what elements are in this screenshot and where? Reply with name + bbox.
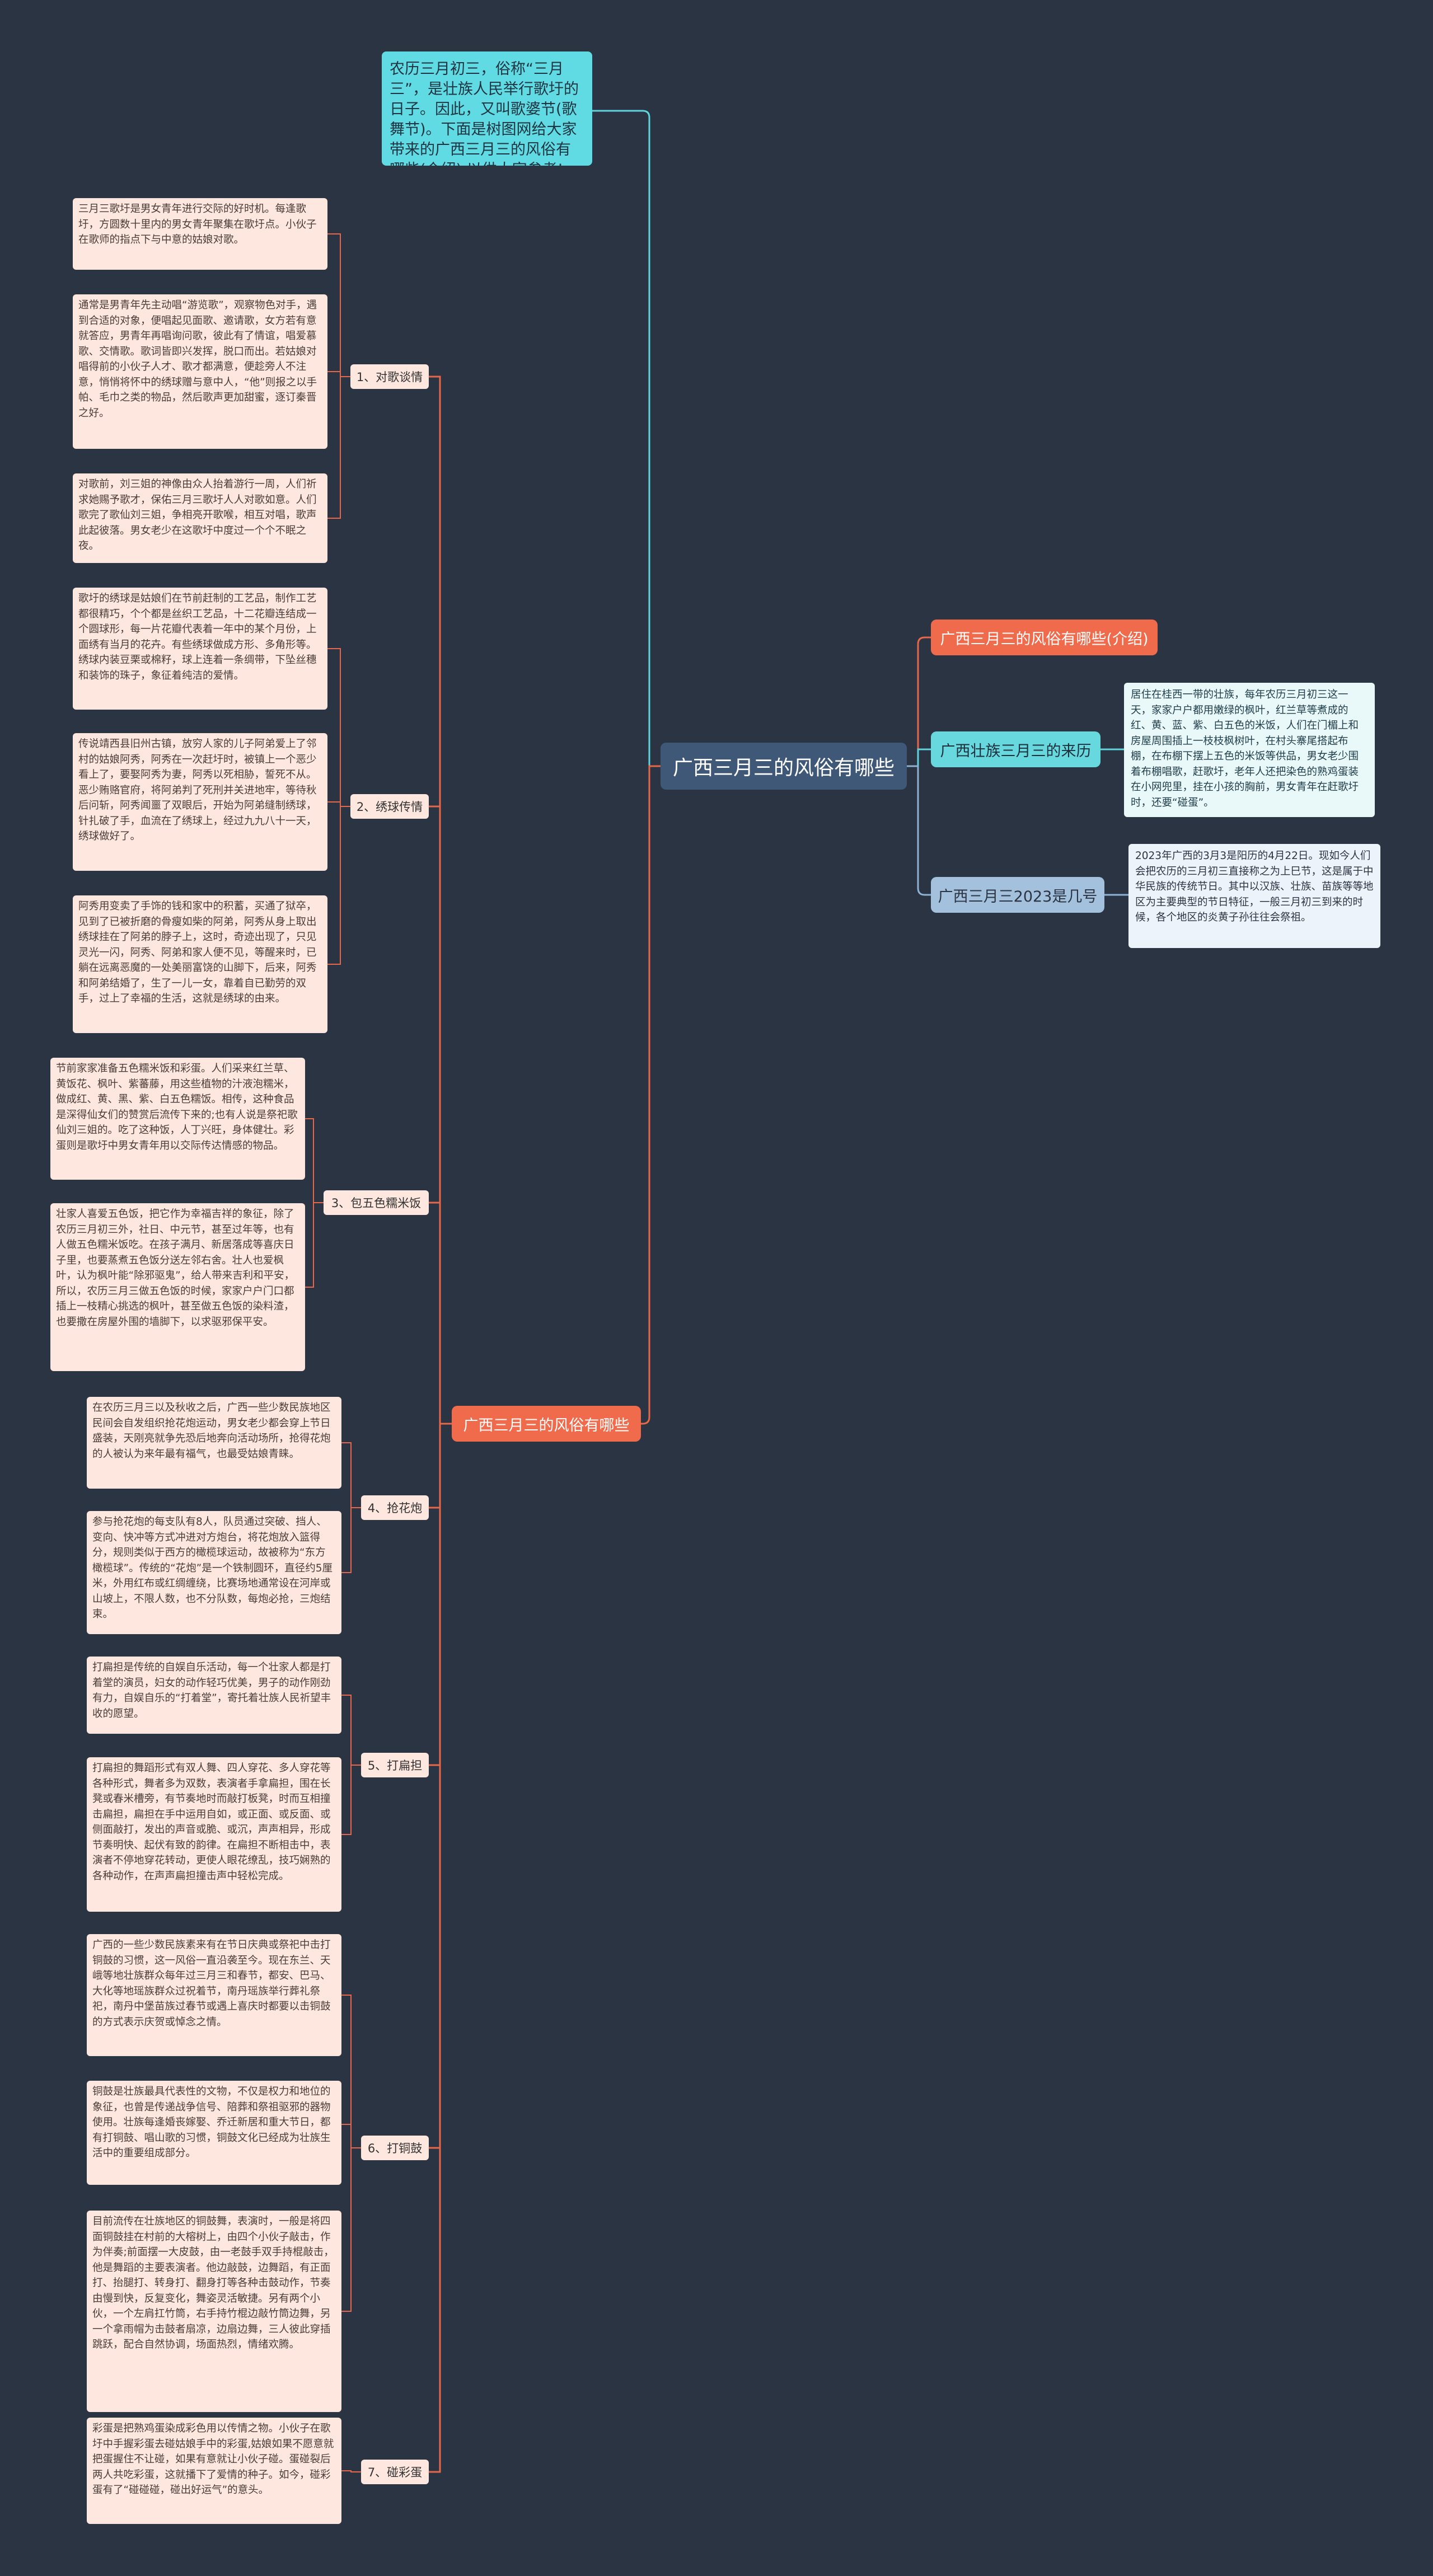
leaf-7-1: 彩蛋是把熟鸡蛋染成彩色用以传情之物。小伙子在歌圩中手握彩蛋去碰姑娘手中的彩蛋,姑… xyxy=(87,2418,341,2524)
link-group-4-leaf-1 xyxy=(341,1442,361,1508)
leaf-6-3: 目前流传在壮族地区的铜鼓舞，表演时，一般是将四面铜鼓挂在村前的大榕树上，由四个小… xyxy=(87,2211,341,2412)
leaf-4-2: 参与抢花炮的每支队有8人，队员通过突破、挡人、变向、快冲等方式冲进对方炮台，将花… xyxy=(87,1511,341,1634)
link-group-3-leaf-2 xyxy=(305,1202,324,1288)
link-group-2-leaf-2 xyxy=(327,801,350,807)
origin-detail: 居住在桂西一带的壮族，每年农历三月初三这一天，家家户户都用嫩绿的枫叶，红兰草等煮… xyxy=(1124,683,1375,817)
link-customs-group-3 xyxy=(429,1202,452,1425)
link-group-1-leaf-3 xyxy=(327,376,350,519)
link-root-intro-branch xyxy=(907,636,931,767)
root-node[interactable]: 广西三月三的风俗有哪些 xyxy=(661,743,907,790)
link-group-1-leaf-2 xyxy=(327,371,350,377)
group-caidan[interactable]: 7、碰彩蛋 xyxy=(361,2460,429,2484)
leaf-2-3: 阿秀用变卖了手饰的钱和家中的积蓄，买通了狱卒，见到了已被折磨的骨瘦如柴的阿弟，阿… xyxy=(73,895,327,1033)
leaf-2-2: 传说靖西县旧州古镇，放穷人家的儿子阿弟爱上了邻村的姑娘阿秀，阿秀在一次赶圩时，被… xyxy=(73,733,327,871)
leaf-2-1: 歌圩的绣球是姑娘们在节前赶制的工艺品，制作工艺都很精巧，个个都是丝织工艺品，十二… xyxy=(73,588,327,710)
group-biandan[interactable]: 5、打扁担 xyxy=(361,1753,429,1777)
leaf-4-1: 在农历三月三以及秋收之后，广西一些少数民族地区民间会自发组织抢花炮运动，男女老少… xyxy=(87,1397,341,1489)
link-group-6-leaf-2 xyxy=(341,2124,361,2148)
leaf-5-2: 打扁担的舞蹈形式有双人舞、四人穿花、多人穿花等各种形式，舞者多为双数，表演者手拿… xyxy=(87,1757,341,1912)
link-group-4-leaf-2 xyxy=(341,1507,361,1573)
branch-date-2023[interactable]: 广西三月三2023是几号 xyxy=(931,877,1104,913)
group-huapao[interactable]: 4、抢花炮 xyxy=(361,1495,429,1520)
link-group-6-leaf-3 xyxy=(341,2147,361,2312)
group-tonggu[interactable]: 6、打铜鼓 xyxy=(361,2136,429,2160)
link-root-intro xyxy=(592,110,661,767)
leaf-3-2: 壮家人喜爱五色饭，把它作为幸福吉祥的象征，除了农历三月初三外，社日、中元节，甚至… xyxy=(50,1203,305,1371)
leaf-1-3: 对歌前，刘三姐的神像由众人抬着游行一周，人们祈求她赐予歌才，保佑三月三歌圩人人对… xyxy=(73,473,327,563)
leaf-1-2: 通常是男青年先主动唱“游览歌”，观察物色对手，遇到合适的对象，便唱起见面歌、邀请… xyxy=(73,294,327,449)
leaf-1-1: 三月三歌圩是男女青年进行交际的好时机。每逢歌圩，方圆数十里内的男女青年聚集在歌圩… xyxy=(73,198,327,270)
link-group-5-leaf-1 xyxy=(341,1695,361,1766)
date-detail: 2023年广西的3月3是阳历的4月22日。现如今人们会把农历的三月初三直接称之为… xyxy=(1128,844,1380,948)
branch-origin[interactable]: 广西壮族三月三的来历 xyxy=(931,731,1100,767)
link-root-origin xyxy=(907,748,931,767)
link-group-5-leaf-2 xyxy=(341,1765,361,1835)
leaf-6-1: 广西的一些少数民族素来有在节日庆典或祭祀中击打铜鼓的习惯，这一风俗一直沿袭至今。… xyxy=(87,1934,341,2056)
link-group-3-leaf-1 xyxy=(305,1118,324,1203)
link-group-2-leaf-1 xyxy=(327,648,350,807)
link-group-1-leaf-1 xyxy=(327,233,350,377)
link-customs-group-7 xyxy=(429,1423,452,2473)
branch-introduction[interactable]: 广西三月三的风俗有哪些(介绍) xyxy=(931,620,1158,655)
group-wuse-fan[interactable]: 3、包五色糯米饭 xyxy=(324,1190,429,1215)
link-group-7-leaf-1 xyxy=(341,2470,361,2472)
group-xiuqiu[interactable]: 2、绣球传情 xyxy=(350,794,429,819)
link-root-date xyxy=(907,765,931,896)
intro-node[interactable]: 农历三月初三，俗称“三月三”，是壮族人民举行歌圩的日子。因此，又叫歌婆节(歌舞节… xyxy=(382,51,592,166)
leaf-5-1: 打扁担是传统的自娱自乐活动，每一个壮家人都是打着堂的演员，妇女的动作轻巧优美，男… xyxy=(87,1657,341,1734)
link-root-customs xyxy=(641,765,661,1425)
group-duige[interactable]: 1、对歌谈情 xyxy=(350,364,429,389)
leaf-3-1: 节前家家准备五色糯米饭和彩蛋。人们采来红兰草、黄饭花、枫叶、紫蕃藤，用这些植物的… xyxy=(50,1058,305,1180)
link-group-2-leaf-3 xyxy=(327,806,350,965)
leaf-6-2: 铜鼓是壮族最具代表性的文物，不仅是权力和地位的象征，也曾是传递战争信号、陪葬和祭… xyxy=(87,2081,341,2185)
branch-customs[interactable]: 广西三月三的风俗有哪些 xyxy=(452,1406,641,1442)
